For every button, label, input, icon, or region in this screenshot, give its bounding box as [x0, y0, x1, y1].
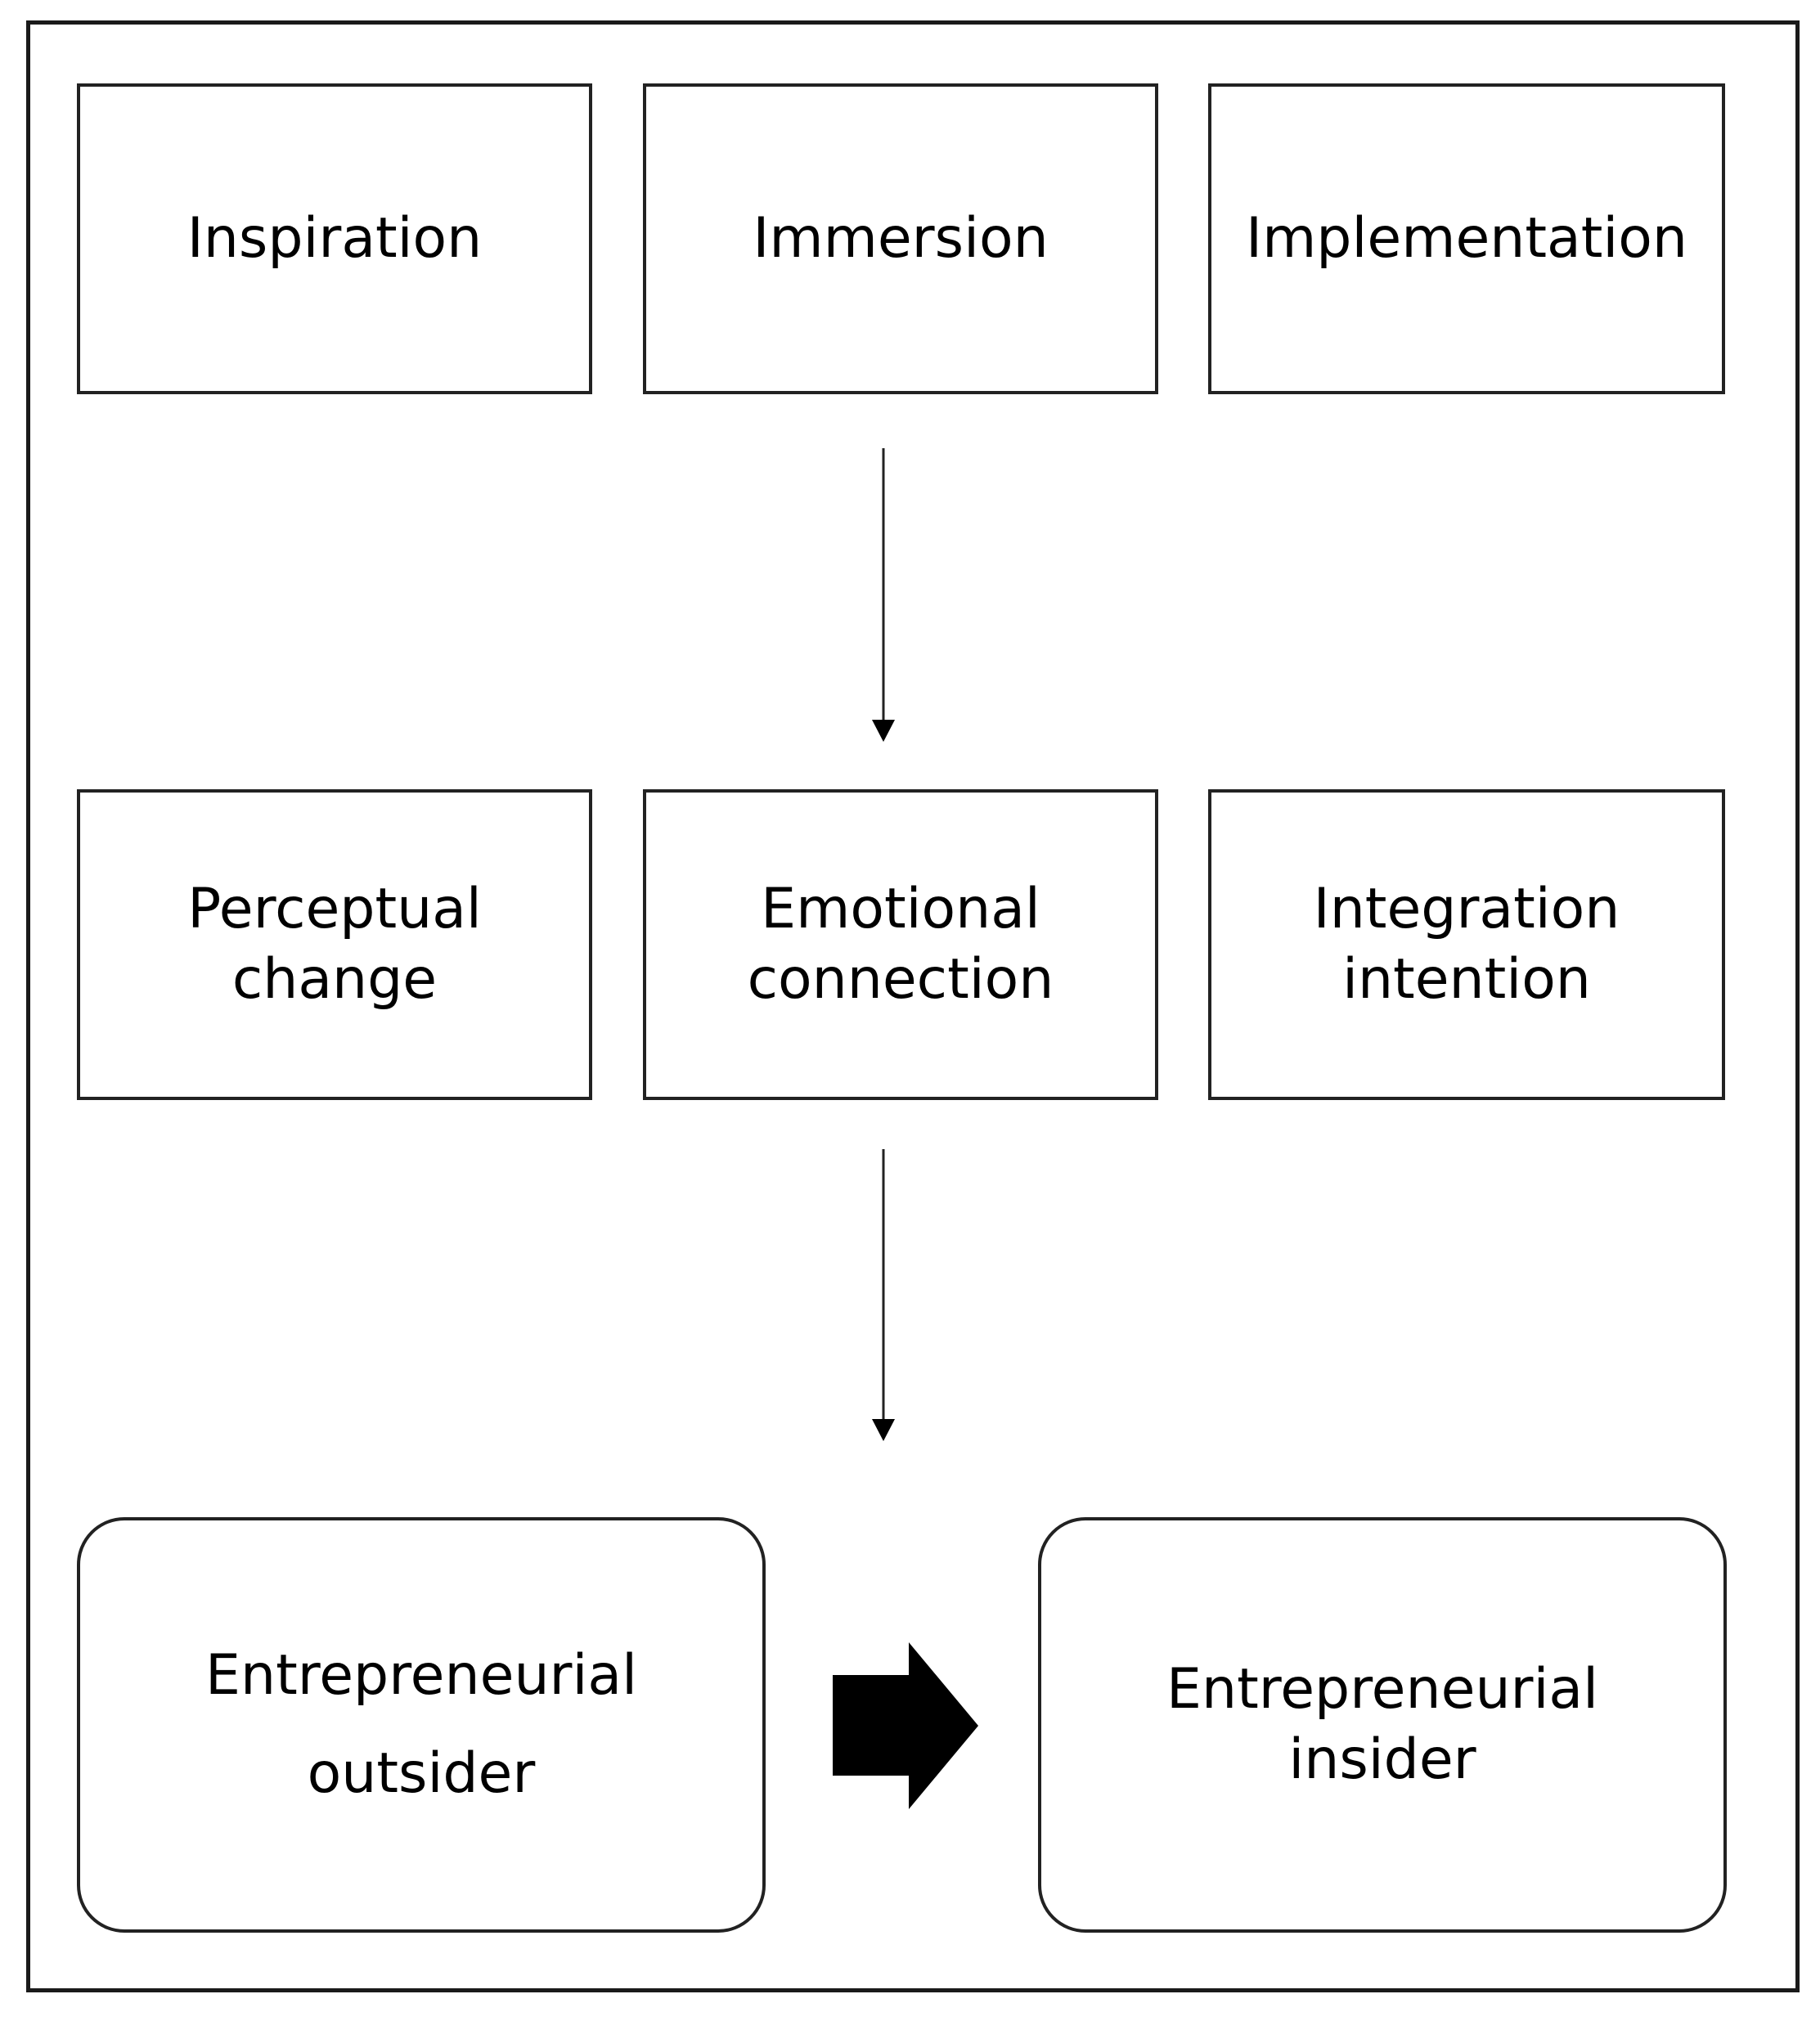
implementation-box: Implementation — [1208, 83, 1725, 394]
emotional-connection-box: Emotional connection — [643, 789, 1158, 1100]
entrepreneurial-insider-line1: Entrepreneurial — [1166, 1657, 1598, 1722]
entrepreneurial-outsider-box: Entrepreneurial outsider — [77, 1517, 766, 1933]
integration-intention-box: Integration intention — [1208, 789, 1725, 1100]
entrepreneurial-outsider-line2: outsider — [307, 1741, 536, 1806]
inspiration-label: Inspiration — [186, 206, 483, 271]
diagram-frame — [26, 20, 1800, 1992]
immersion-label: Immersion — [753, 206, 1049, 271]
emotional-connection-text: Emotional connection — [748, 874, 1054, 1015]
integration-intention-text: Integration intention — [1314, 874, 1620, 1015]
integration-intention-line2: intention — [1342, 947, 1591, 1012]
top-to-middle-arrow — [872, 448, 895, 742]
entrepreneurial-outsider-text: Entrepreneurial outsider — [205, 1627, 637, 1823]
entrepreneurial-insider-line2: insider — [1288, 1727, 1476, 1792]
emotional-connection-line2: connection — [747, 947, 1054, 1012]
perceptual-change-box: Perceptual change — [77, 789, 592, 1100]
integration-intention-line1: Integration — [1313, 877, 1620, 941]
perceptual-change-line2: change — [231, 947, 438, 1012]
entrepreneurial-insider-text: Entrepreneurial insider — [1166, 1655, 1598, 1795]
inspiration-box: Inspiration — [77, 83, 592, 394]
perceptual-change-text: Perceptual change — [187, 874, 482, 1015]
immersion-box: Immersion — [643, 83, 1158, 394]
middle-to-bottom-arrow — [872, 1149, 895, 1441]
perceptual-change-line1: Perceptual — [187, 877, 482, 941]
entrepreneurial-insider-box: Entrepreneurial insider — [1038, 1517, 1727, 1933]
block-arrow-icon — [833, 1642, 978, 1809]
implementation-label: Implementation — [1246, 206, 1687, 271]
emotional-connection-line1: Emotional — [761, 877, 1040, 941]
entrepreneurial-outsider-line1: Entrepreneurial — [205, 1643, 637, 1708]
